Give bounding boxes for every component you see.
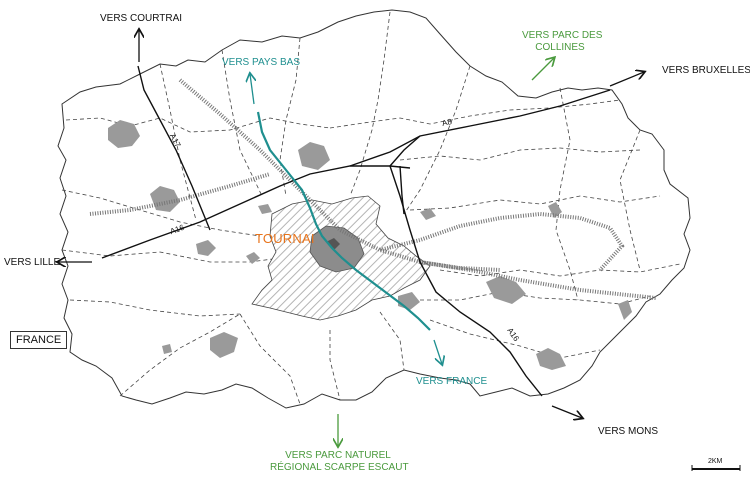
a16-road-east [389,165,543,397]
label-parc-scarpe-line2: RÉGIONAL SCARPE ESCAUT [270,462,409,473]
villages [108,120,632,370]
scale-bar [691,465,741,471]
label-vers-bruxelles: VERS BRUXELLES [662,65,750,76]
label-vers-france: VERS FRANCE [416,376,488,387]
label-vers-parc-collines: VERS PARC DES COLLINES [522,30,603,54]
label-france-box: FRANCE [10,331,68,349]
label-vers-courtrai: VERS COURTRAI [100,13,183,24]
arrow-pays-bas [250,74,254,105]
commune-boundaries [61,11,681,405]
arrow-france [433,339,442,364]
label-parc-collines-line1: VERS PARC DES [522,30,603,41]
highways [101,65,611,397]
a17-road [137,65,211,231]
label-vers-parc-scarpe: VERS PARC NATUREL RÉGIONAL SCARPE ESCAUT [270,450,409,474]
arrow-parc-collines [531,58,554,81]
railways [89,78,657,300]
arrow-mons [551,405,582,418]
label-tournai: TOURNAI [255,231,315,246]
river-escaut [256,111,431,331]
a8-road [349,89,611,167]
label-vers-mons: VERS MONS [598,426,659,437]
label-scale: 2KM [708,458,723,465]
label-parc-collines-line2: COLLINES [535,42,585,53]
label-parc-scarpe-line1: VERS PARC NATUREL [285,450,391,461]
label-vers-pays-bas: VERS PAYS BAS [222,57,300,68]
a16-road-west [101,165,411,259]
arrow-bruxelles [609,72,644,87]
label-vers-lille: VERS LILLE [4,257,61,268]
